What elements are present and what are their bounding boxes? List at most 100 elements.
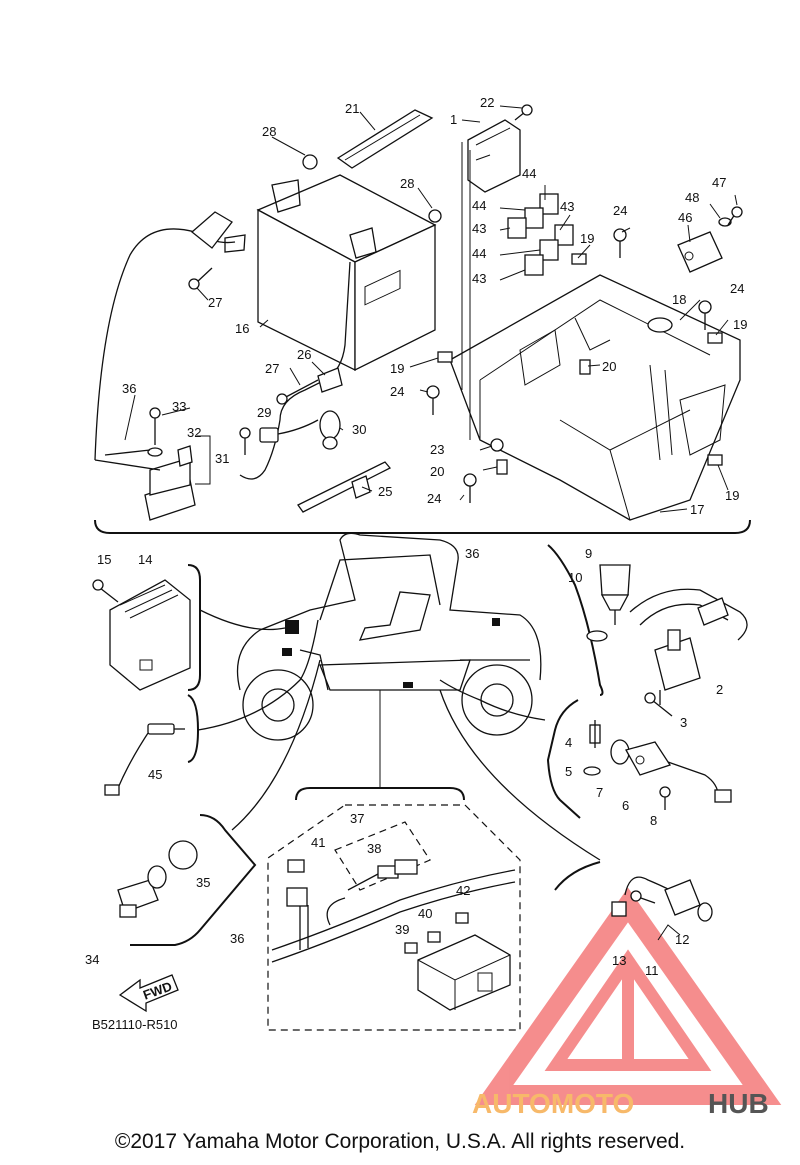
callout-17: 17 <box>690 502 704 517</box>
diagram-code: B521110-R510 <box>92 1017 178 1032</box>
callout-11: 11 <box>645 963 659 978</box>
callout-29: 29 <box>257 405 271 420</box>
bolt-27a <box>188 267 213 290</box>
callout-numbers: 1 2 3 4 5 6 7 8 9 10 11 12 13 14 15 16 1… <box>85 95 747 978</box>
bolt-24a <box>426 385 440 415</box>
callout-10: 10 <box>568 570 582 585</box>
sensor-9-bracket <box>547 544 604 696</box>
bolt-3 <box>644 692 673 717</box>
callout-4: 4 <box>565 735 572 750</box>
switch-34 <box>117 879 159 918</box>
battery-negative-cable <box>94 228 236 461</box>
bolt-27b <box>276 379 319 405</box>
relays-43 <box>524 224 574 276</box>
callout-34: 34 <box>85 952 99 967</box>
bolt-47 <box>727 206 743 226</box>
sensor-45-bracket <box>187 694 200 763</box>
fwd-arrow: FWD <box>118 974 179 1013</box>
callout-44c: 44 <box>472 246 486 261</box>
harness-detail-box <box>267 804 521 1031</box>
battery-box-tray <box>449 274 741 521</box>
spark-plug-bracket <box>546 699 581 819</box>
callout-2: 2 <box>716 682 723 697</box>
callout-43a: 43 <box>472 221 486 236</box>
callout-5: 5 <box>565 764 572 779</box>
watermark-brand-part2: HUB <box>708 1088 769 1119</box>
clamp-30 <box>319 410 341 450</box>
copyright-footer: ©2017 Yamaha Motor Corporation, U.S.A. A… <box>114 1130 686 1153</box>
battery <box>256 174 437 372</box>
part-35 <box>147 840 198 889</box>
callout-25: 25 <box>378 484 392 499</box>
o-ring-7 <box>610 739 630 765</box>
callout-37: 37 <box>350 811 364 826</box>
callout-19a: 19 <box>390 361 404 376</box>
upper-section-bracket <box>94 519 751 534</box>
callout-28a: 28 <box>262 124 276 139</box>
speed-sensor-bracket <box>554 861 601 891</box>
connector-41 <box>287 859 305 873</box>
callout-42: 42 <box>456 883 470 898</box>
mount-46 <box>677 231 723 273</box>
relays-44 <box>507 193 559 239</box>
callout-18: 18 <box>672 292 686 307</box>
callout-20b: 20 <box>430 464 444 479</box>
cable-connector <box>259 427 279 443</box>
bolt-24b <box>463 473 477 503</box>
harness-bracket <box>295 787 465 801</box>
callout-12: 12 <box>675 932 689 947</box>
callout-8: 8 <box>650 813 657 828</box>
callout-31: 31 <box>215 451 229 466</box>
callout-21: 21 <box>345 101 359 116</box>
nut-23 <box>490 438 504 452</box>
callout-36c: 36 <box>230 931 244 946</box>
callout-9: 9 <box>585 546 592 561</box>
nut-28b <box>428 209 442 223</box>
callout-20a: 20 <box>602 359 616 374</box>
bolt-29 <box>239 427 251 455</box>
gasket-5 <box>583 766 601 776</box>
callout-41: 41 <box>311 835 325 850</box>
fuse-relay-subbox <box>334 821 431 891</box>
callout-13: 13 <box>612 953 626 968</box>
grommet-18 <box>647 317 673 333</box>
callout-36b: 36 <box>465 546 479 561</box>
battery-strap <box>336 109 434 169</box>
bolt-11 <box>630 890 656 904</box>
callout-24d: 24 <box>730 281 744 296</box>
callout-23: 23 <box>430 442 444 457</box>
callout-39: 39 <box>395 922 409 937</box>
callout-32: 32 <box>187 425 201 440</box>
callout-47: 47 <box>712 175 726 190</box>
clip-19b <box>707 454 723 466</box>
fuse-40 <box>427 931 441 943</box>
screw-22 <box>514 104 533 121</box>
clip-19d <box>571 253 587 265</box>
callout-27a: 27 <box>208 295 222 310</box>
speed-sensor <box>611 876 713 922</box>
bolt-15 <box>92 579 119 603</box>
rectifier-regulator <box>109 579 191 691</box>
cable-tie <box>297 461 392 513</box>
fuse-box-body <box>417 934 511 1011</box>
callout-1: 1 <box>450 112 457 127</box>
spark-plug <box>589 720 601 748</box>
bolt-8 <box>659 786 671 810</box>
vehicle-silhouette <box>236 532 542 741</box>
clip-20b <box>579 359 591 375</box>
starter-relay <box>144 445 196 521</box>
callout-48: 48 <box>685 190 699 205</box>
callout-45: 45 <box>148 767 162 782</box>
nut-28a <box>302 154 318 170</box>
callout-27b: 27 <box>265 361 279 376</box>
ignition-coil <box>629 588 748 705</box>
callout-3: 3 <box>680 715 687 730</box>
callout-24a: 24 <box>390 384 404 399</box>
clip-20a <box>496 459 508 475</box>
connector-38 <box>347 859 418 891</box>
callout-24c: 24 <box>613 203 627 218</box>
callout-30: 30 <box>352 422 366 437</box>
callout-46: 46 <box>678 210 692 225</box>
callout-44b: 44 <box>472 198 486 213</box>
bolt-24d <box>698 300 712 330</box>
